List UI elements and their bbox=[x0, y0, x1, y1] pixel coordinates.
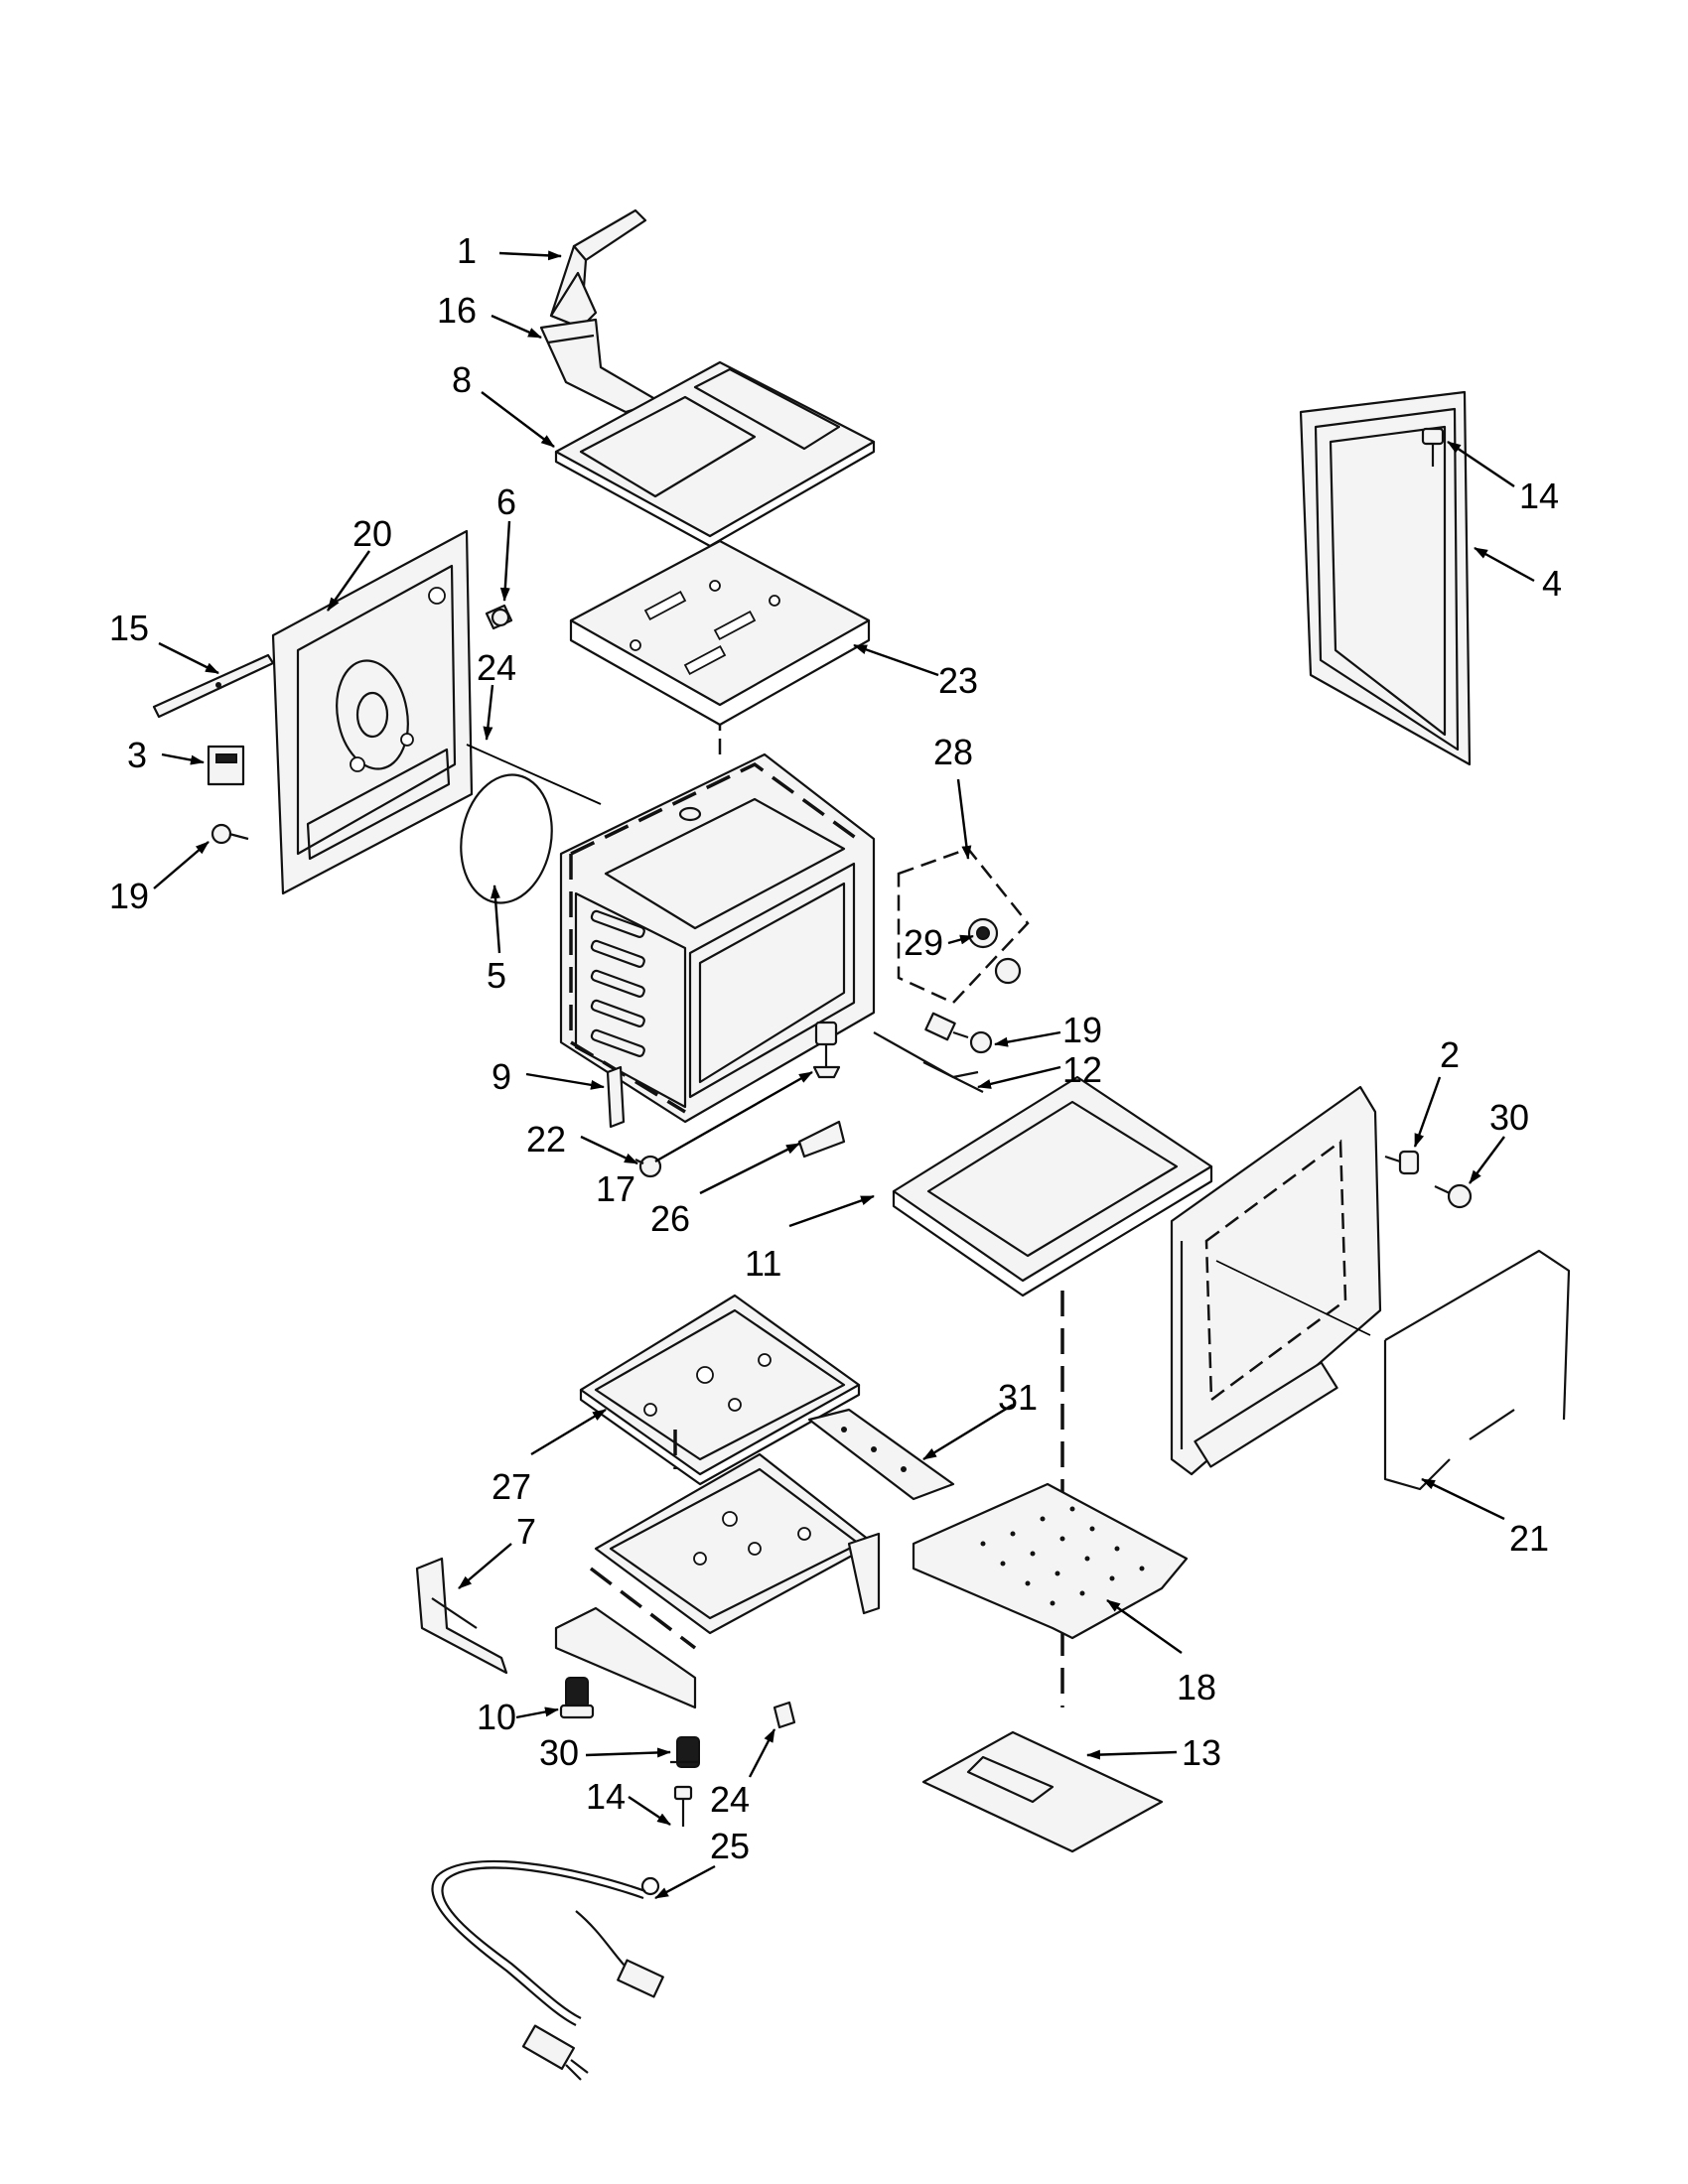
callout-31: 31 bbox=[998, 1377, 1038, 1418]
part-20-back-panel bbox=[271, 529, 474, 895]
part-17-socket bbox=[812, 1021, 841, 1079]
part-19-screw-left bbox=[211, 823, 249, 845]
callout-12: 12 bbox=[1062, 1049, 1102, 1090]
callout-26: 26 bbox=[650, 1198, 690, 1239]
callout-6: 6 bbox=[496, 481, 516, 522]
callout-7: 7 bbox=[516, 1511, 536, 1552]
burner-support-frame bbox=[554, 1430, 881, 1709]
callout-29: 29 bbox=[904, 922, 943, 963]
callout-22: 22 bbox=[526, 1119, 566, 1160]
part-15-bracket bbox=[152, 653, 275, 719]
callout-15: 15 bbox=[109, 608, 149, 648]
oven-cavity bbox=[559, 725, 876, 1124]
part-27-bottom-panel bbox=[579, 1294, 861, 1486]
part-14-screw-bottom bbox=[673, 1785, 693, 1827]
perforations bbox=[980, 1506, 1145, 1606]
callout-24-top: 24 bbox=[477, 647, 516, 688]
callout-19-right: 19 bbox=[1062, 1010, 1102, 1050]
callout-9: 9 bbox=[492, 1056, 511, 1097]
part-24-clip bbox=[773, 1701, 796, 1729]
callout-18: 18 bbox=[1177, 1667, 1216, 1707]
part-7-side-bracket bbox=[415, 1557, 508, 1675]
part-3-terminal-block bbox=[207, 745, 245, 786]
callout-10: 10 bbox=[477, 1697, 516, 1737]
part-23-shield-plate bbox=[569, 539, 871, 727]
callout-labels: 1 16 8 6 20 15 24 3 19 5 23 28 29 19 12 … bbox=[109, 230, 1562, 1866]
part-14-screw-top bbox=[1421, 427, 1445, 467]
callout-28: 28 bbox=[933, 732, 973, 772]
part-12-sensor-probe bbox=[873, 1012, 984, 1093]
callout-20: 20 bbox=[352, 513, 392, 554]
part-28-light-assembly-box bbox=[897, 847, 1030, 1005]
part-19-screw-right bbox=[952, 1030, 993, 1054]
rack-slots bbox=[590, 909, 645, 1057]
part-26-mounting-clip bbox=[797, 1120, 846, 1159]
part-21-door-gasket bbox=[1383, 1249, 1571, 1491]
callout-14-top: 14 bbox=[1519, 476, 1559, 516]
part-13-drawer-liner bbox=[921, 1730, 1164, 1853]
callout-4: 4 bbox=[1542, 563, 1562, 604]
leader-lines bbox=[153, 250, 1535, 1900]
part-16-duct-gasket bbox=[539, 318, 662, 414]
part-18-perforated-plate bbox=[912, 1482, 1189, 1640]
callout-19-left: 19 bbox=[109, 876, 149, 916]
part-4-door-panel bbox=[1299, 390, 1472, 766]
part-2-spacer bbox=[1384, 1150, 1420, 1175]
callout-16: 16 bbox=[437, 290, 477, 331]
callout-21: 21 bbox=[1509, 1518, 1549, 1559]
part-6-grommet bbox=[485, 604, 513, 630]
callout-30-top: 30 bbox=[1489, 1097, 1529, 1138]
callout-13: 13 bbox=[1182, 1732, 1221, 1773]
callout-14-bottom: 14 bbox=[586, 1776, 626, 1817]
callout-11: 11 bbox=[745, 1243, 781, 1284]
part-11-oven-bottom-frame bbox=[892, 1075, 1213, 1707]
callout-27: 27 bbox=[492, 1466, 531, 1507]
callout-3: 3 bbox=[127, 735, 147, 775]
part-31-bracket-strip bbox=[807, 1408, 955, 1501]
callout-17: 17 bbox=[596, 1168, 635, 1209]
callout-23: 23 bbox=[938, 660, 978, 701]
part-30-screw-top bbox=[1434, 1183, 1473, 1209]
callout-24-bottom: 24 bbox=[710, 1779, 750, 1820]
part-25-power-cord bbox=[431, 1859, 664, 2081]
part-9-bracket bbox=[606, 1065, 626, 1129]
door-frame bbox=[1170, 1085, 1382, 1476]
part-1-vent-duct bbox=[549, 208, 647, 330]
callout-25: 25 bbox=[710, 1826, 750, 1866]
callout-5: 5 bbox=[487, 955, 506, 996]
callout-1: 1 bbox=[457, 230, 477, 271]
part-30-leveling-bracket bbox=[670, 1736, 700, 1768]
part-29-light-bulb bbox=[967, 917, 1022, 985]
callout-30-bottom: 30 bbox=[539, 1732, 579, 1773]
callout-2: 2 bbox=[1440, 1034, 1460, 1075]
callout-8: 8 bbox=[452, 359, 472, 400]
part-10-leveling-leg bbox=[559, 1677, 595, 1719]
